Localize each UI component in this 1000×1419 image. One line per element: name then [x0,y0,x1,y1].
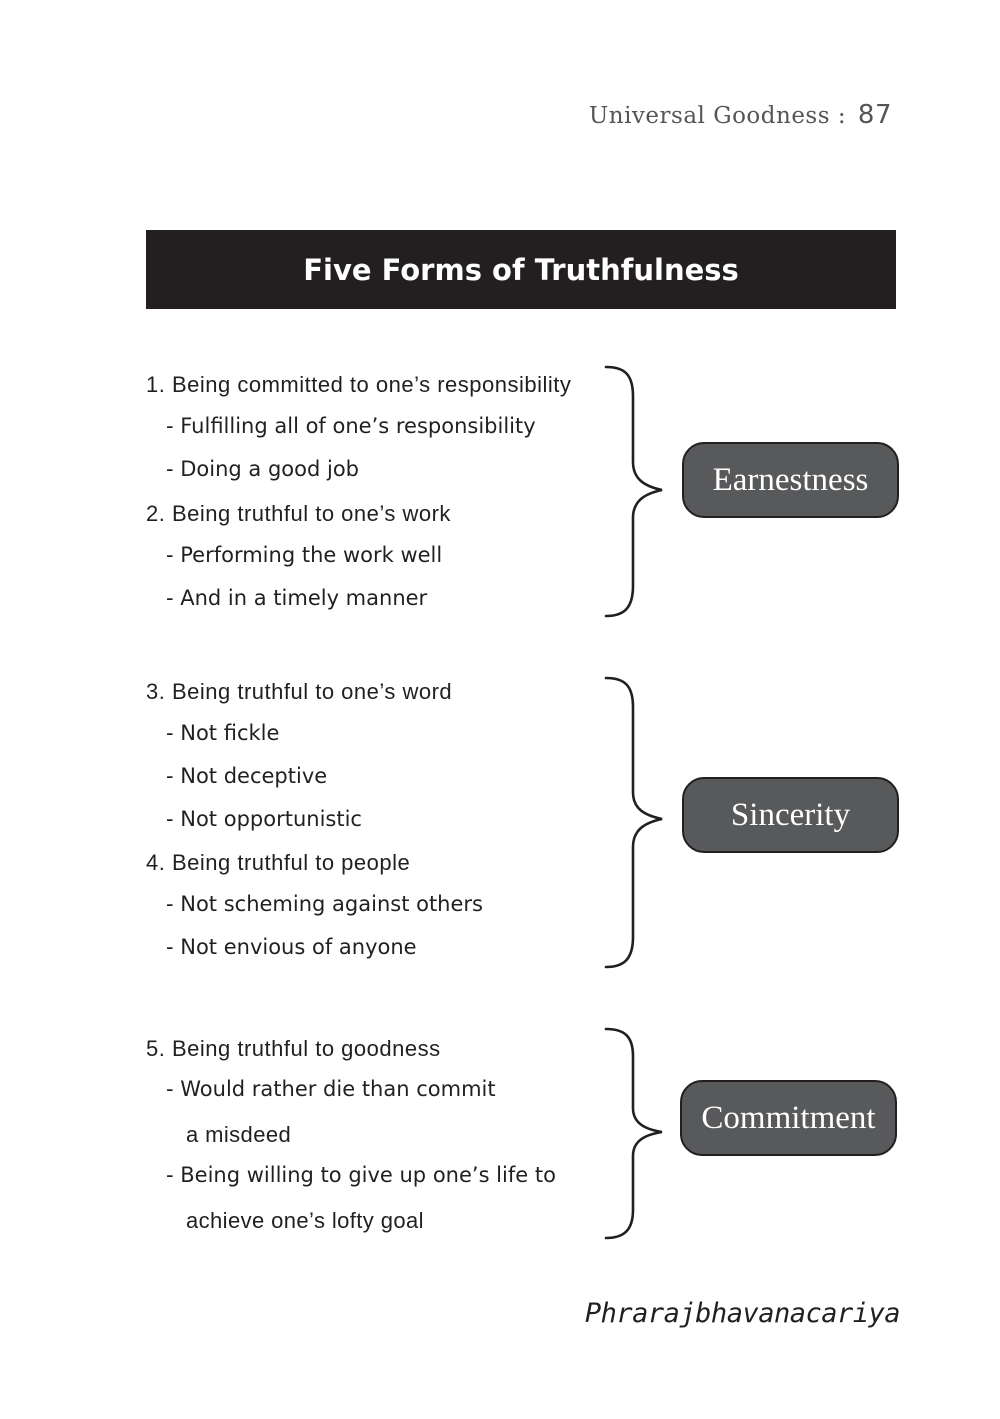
curly-brace-icon [604,365,663,618]
sub-item: - Doing a good job [166,457,360,481]
page-title: Five Forms of Truthfulness [303,252,739,287]
label-commitment: Commitment [680,1080,897,1156]
sub-item: - And in a timely manner [166,586,428,610]
page-number: 87 [857,100,892,130]
sub-item: - Not scheming against others [166,892,483,916]
list-item: 3. Being truthful to one’s word [146,679,453,704]
author-signature: Phrarajbhavanacariya [584,1298,901,1329]
curly-brace-icon [604,1027,663,1240]
list-item: 4. Being truthful to people [146,850,411,875]
sub-item: - Not envious of anyone [166,935,417,959]
curly-brace-icon [604,676,663,969]
list-item: 1. Being committed to one’s responsibili… [146,372,572,397]
sub-item: - Performing the work well [166,543,443,567]
list-item: 2. Being truthful to one’s work [146,501,451,526]
sub-item-continuation: a misdeed [186,1122,292,1147]
list-item: 5. Being truthful to goodness [146,1036,441,1061]
label-earnestness: Earnestness [682,442,899,518]
sub-item: - Not opportunistic [166,807,362,831]
title-bar: Five Forms of Truthfulness [146,230,896,309]
sub-item: - Being willing to give up one’s life to [166,1163,556,1187]
sub-item: - Not fickle [166,721,280,745]
label-sincerity: Sincerity [682,777,899,853]
sub-item: - Would rather die than commit [166,1077,496,1101]
sub-item: - Not deceptive [166,764,328,788]
running-title: Universal Goodness : [588,103,847,129]
sub-item-continuation: achieve one’s lofty goal [186,1208,424,1233]
running-head: Universal Goodness : 87 [589,100,892,130]
sub-item: - Fulfilling all of one’s responsibility [166,414,536,438]
